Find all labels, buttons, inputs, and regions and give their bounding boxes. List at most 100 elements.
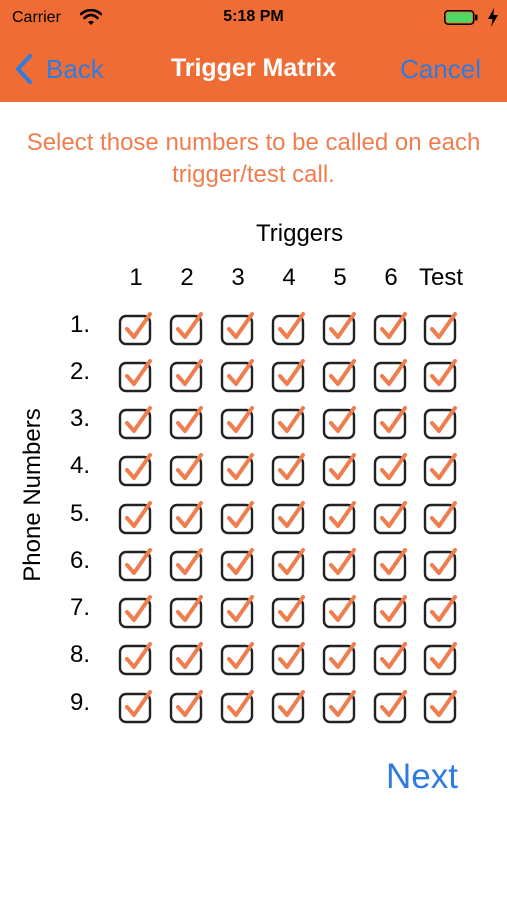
checkbox-row8-col-2[interactable]: [168, 638, 206, 676]
checkbox-row2-col-2[interactable]: [168, 355, 206, 393]
row-label-6: 6.: [70, 547, 91, 574]
checkbox-row9-col-5[interactable]: [321, 686, 359, 724]
checkbox-checked-icon: [118, 406, 152, 440]
checkbox-row7-col-2[interactable]: [168, 591, 206, 629]
checkbox-row7-col-1[interactable]: [117, 591, 155, 629]
checkbox-row1-col-5[interactable]: [321, 308, 359, 346]
checkbox-row4-col-3[interactable]: [219, 449, 257, 487]
checkbox-row6-col-2[interactable]: [168, 544, 206, 582]
checkbox-row3-col-4[interactable]: [270, 402, 308, 440]
checkbox-row8-col-1[interactable]: [117, 638, 155, 676]
checkbox-checked-icon: [322, 501, 356, 535]
phone-numbers-heading: Phone Numbers: [19, 408, 46, 582]
checkbox-row9-col-6[interactable]: [372, 686, 410, 724]
checkbox-row3-col-3[interactable]: [219, 402, 257, 440]
checkbox-row1-col-6[interactable]: [372, 308, 410, 346]
checkbox-checked-icon: [322, 595, 356, 629]
checkbox-row8-col-test[interactable]: [422, 638, 460, 676]
checkbox-row6-col-5[interactable]: [321, 544, 359, 582]
checkbox-row8-col-6[interactable]: [372, 638, 410, 676]
checkbox-checked-icon: [169, 548, 203, 582]
next-button[interactable]: Next: [386, 757, 458, 796]
checkbox-row2-col-6[interactable]: [372, 355, 410, 393]
checkbox-checked-icon: [118, 642, 152, 676]
checkbox-row3-col-6[interactable]: [372, 402, 410, 440]
checkbox-row5-col-2[interactable]: [168, 497, 206, 535]
checkbox-row8-col-3[interactable]: [219, 638, 257, 676]
checkbox-row6-col-test[interactable]: [422, 544, 460, 582]
checkbox-row7-col-3[interactable]: [219, 591, 257, 629]
checkbox-row4-col-6[interactable]: [372, 449, 410, 487]
checkbox-row7-col-test[interactable]: [422, 591, 460, 629]
checkbox-row5-col-4[interactable]: [270, 497, 308, 535]
checkbox-checked-icon: [271, 548, 305, 582]
checkbox-row7-col-4[interactable]: [270, 591, 308, 629]
checkbox-row6-col-3[interactable]: [219, 544, 257, 582]
checkbox-row1-col-3[interactable]: [219, 308, 257, 346]
row-label-4: 4.: [70, 452, 91, 479]
back-button[interactable]: Back: [14, 52, 104, 86]
checkbox-checked-icon: [423, 595, 457, 629]
back-label: Back: [46, 53, 104, 84]
checkbox-row2-col-3[interactable]: [219, 355, 257, 393]
checkbox-checked-icon: [169, 690, 203, 724]
checkbox-row6-col-6[interactable]: [372, 544, 410, 582]
checkbox-row1-col-test[interactable]: [422, 308, 460, 346]
cancel-button[interactable]: Cancel: [400, 54, 481, 84]
checkbox-row3-col-2[interactable]: [168, 402, 206, 440]
checkbox-row4-col-1[interactable]: [117, 449, 155, 487]
checkbox-checked-icon: [373, 595, 407, 629]
checkbox-row9-col-2[interactable]: [168, 686, 206, 724]
checkbox-row2-col-5[interactable]: [321, 355, 359, 393]
checkbox-row5-col-3[interactable]: [219, 497, 257, 535]
checkbox-row3-col-5[interactable]: [321, 402, 359, 440]
checkbox-row8-col-4[interactable]: [270, 638, 308, 676]
checkbox-row9-col-test[interactable]: [422, 686, 460, 724]
checkbox-checked-icon: [373, 548, 407, 582]
checkbox-row3-col-1[interactable]: [117, 402, 155, 440]
charging-bolt-icon: [488, 8, 498, 27]
checkbox-row4-col-4[interactable]: [270, 449, 308, 487]
column-header-3: 3: [231, 264, 245, 291]
checkbox-row1-col-2[interactable]: [168, 308, 206, 346]
checkbox-row5-col-5[interactable]: [321, 497, 359, 535]
row-label-3: 3.: [70, 405, 91, 432]
checkbox-row1-col-1[interactable]: [117, 308, 155, 346]
checkbox-row2-col-test[interactable]: [422, 355, 460, 393]
checkbox-row5-col-test[interactable]: [422, 497, 460, 535]
checkbox-checked-icon: [322, 548, 356, 582]
checkbox-checked-icon: [220, 595, 254, 629]
checkbox-checked-icon: [220, 548, 254, 582]
checkbox-row8-col-5[interactable]: [321, 638, 359, 676]
checkbox-checked-icon: [220, 406, 254, 440]
checkbox-row9-col-1[interactable]: [117, 686, 155, 724]
checkbox-checked-icon: [118, 501, 152, 535]
checkbox-row9-col-4[interactable]: [270, 686, 308, 724]
checkbox-row2-col-1[interactable]: [117, 355, 155, 393]
checkbox-checked-icon: [373, 406, 407, 440]
checkbox-checked-icon: [423, 642, 457, 676]
checkbox-checked-icon: [271, 595, 305, 629]
checkbox-checked-icon: [169, 406, 203, 440]
checkbox-row4-col-5[interactable]: [321, 449, 359, 487]
checkbox-row2-col-4[interactable]: [270, 355, 308, 393]
checkbox-checked-icon: [373, 359, 407, 393]
checkbox-row4-col-test[interactable]: [422, 449, 460, 487]
checkbox-checked-icon: [118, 595, 152, 629]
checkbox-row7-col-5[interactable]: [321, 591, 359, 629]
checkbox-row6-col-4[interactable]: [270, 544, 308, 582]
checkbox-row5-col-1[interactable]: [117, 497, 155, 535]
checkbox-checked-icon: [271, 642, 305, 676]
checkbox-row7-col-6[interactable]: [372, 591, 410, 629]
status-bar: Carrier 5:18 PM: [0, 0, 507, 36]
checkbox-row3-col-test[interactable]: [422, 402, 460, 440]
checkbox-row1-col-4[interactable]: [270, 308, 308, 346]
checkbox-checked-icon: [373, 312, 407, 346]
column-header-2: 2: [180, 264, 194, 291]
checkbox-row4-col-2[interactable]: [168, 449, 206, 487]
checkbox-row9-col-3[interactable]: [219, 686, 257, 724]
checkbox-checked-icon: [271, 312, 305, 346]
checkbox-row5-col-6[interactable]: [372, 497, 410, 535]
checkbox-checked-icon: [118, 548, 152, 582]
checkbox-row6-col-1[interactable]: [117, 544, 155, 582]
